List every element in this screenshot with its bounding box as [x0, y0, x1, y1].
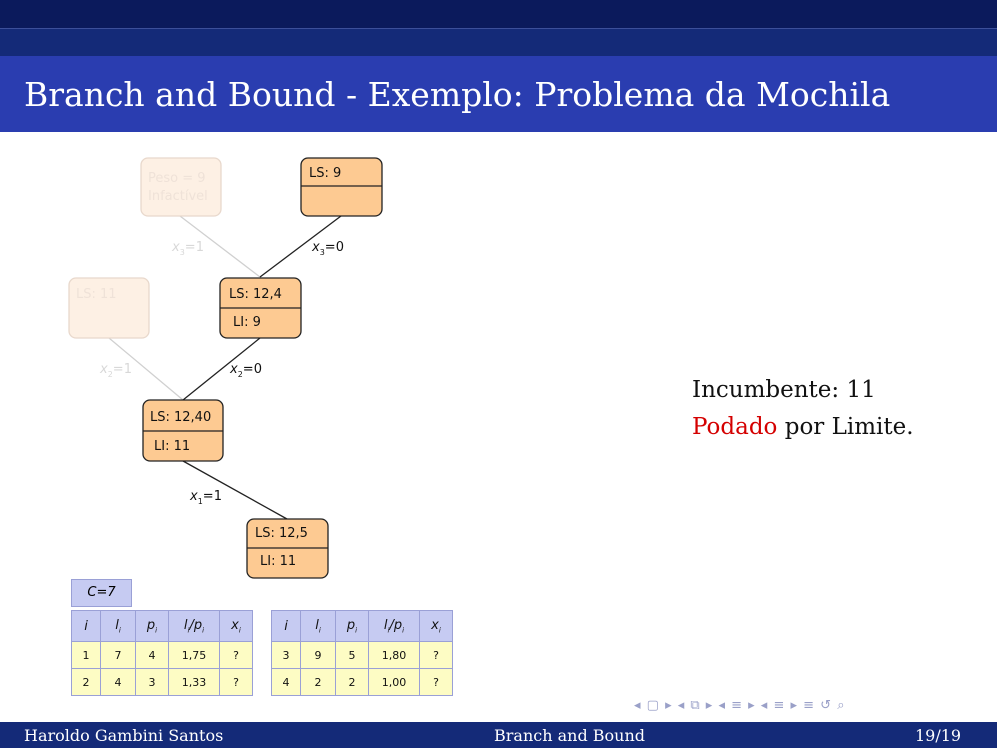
table-cell: 4 — [271, 668, 301, 696]
footer-section: Branch and Bound — [494, 726, 646, 745]
table-cell: 1 — [71, 641, 101, 669]
node-ls-12-5-upper: LS: 12,5 — [255, 526, 308, 541]
pruned-keyword: Podado — [692, 414, 778, 440]
table-cell: 1,75 — [168, 641, 220, 669]
footer-bar: Haroldo Gambini Santos Branch and Bound … — [0, 722, 997, 748]
title-bar: Branch and Bound - Exemplo: Problema da … — [0, 56, 997, 132]
pruned-text: Podado por Limite. — [692, 409, 914, 446]
edge-label-x3-0: x3=0 — [311, 240, 344, 257]
edge-x3-1 — [179, 215, 261, 278]
table-cell: 4 — [135, 641, 169, 669]
table-cell: 5 — [335, 641, 369, 669]
node-ls-12-5: LS: 12,5 LI: 11 — [246, 518, 329, 579]
node-ls-12-40: LS: 12,40 LI: 11 — [142, 399, 224, 462]
col-header-i: i — [271, 610, 301, 642]
table-cell: 2 — [71, 668, 101, 696]
col-header-x: xi — [419, 610, 453, 642]
edge-label-x3-1: x3=1 — [171, 240, 204, 257]
edge-x1-1 — [182, 460, 288, 520]
footer-author: Haroldo Gambini Santos — [24, 726, 224, 745]
node-ls-12-5-lower: LI: 11 — [260, 554, 296, 569]
table-cell: 1,80 — [368, 641, 420, 669]
edge-x2-1 — [108, 337, 184, 401]
table-cell: 4 — [100, 668, 136, 696]
table-header-row: i li pi li/pi xi — [271, 610, 453, 642]
table-cell: ? — [219, 668, 253, 696]
items-table-right: i li pi li/pi xi 3 9 5 1,80 ? 4 2 2 1,00… — [271, 610, 453, 696]
pruned-reason: por Limite. — [784, 414, 914, 440]
incumbent-text: Incumbente: 11 — [692, 377, 876, 403]
table-cell: 2 — [335, 668, 369, 696]
table-cell: ? — [419, 668, 453, 696]
node-ls-12-4: LS: 12,4 LI: 9 — [219, 277, 302, 339]
branch-and-bound-tree: x3=1 x3=0 x2=1 x2=0 x1=1 Peso = 9 Infact… — [68, 157, 383, 579]
col-header-x: xi — [219, 610, 253, 642]
node-ls-11: LS: 11 — [68, 277, 150, 339]
node-infeasible-weight: Peso = 9 — [148, 171, 206, 186]
sub-bar — [0, 28, 997, 57]
table-cell: ? — [219, 641, 253, 669]
col-header-ratio: li/pi — [368, 610, 420, 642]
node-ls-12-40-lower: LI: 11 — [154, 439, 190, 454]
footer-page-number: 19/19 — [915, 726, 962, 745]
col-header-p: pi — [135, 610, 169, 642]
node-ls-12-4-upper: LS: 12,4 — [229, 287, 282, 302]
table-cell: 7 — [100, 641, 136, 669]
col-header-p: pi — [335, 610, 369, 642]
table-row: 4 2 2 1,00 ? — [271, 668, 453, 696]
table-cell: 1,00 — [368, 668, 420, 696]
node-infeasible: Peso = 9 Infactível — [140, 157, 222, 217]
col-header-i: i — [71, 610, 101, 642]
table-row: 2 4 3 1,33 ? — [71, 668, 253, 696]
slide-title: Branch and Bound - Exemplo: Problema da … — [24, 75, 891, 114]
table-cell: 2 — [300, 668, 336, 696]
node-ls-9-upper: LS: 9 — [309, 166, 341, 181]
col-header-l: li — [300, 610, 336, 642]
node-ls-11-upper: LS: 11 — [76, 287, 117, 302]
table-row: 3 9 5 1,80 ? — [271, 641, 453, 669]
edge-x2-0 — [182, 337, 261, 401]
edge-label-x2-0: x2=0 — [229, 362, 262, 379]
table-cell: ? — [419, 641, 453, 669]
col-header-ratio: li/pi — [168, 610, 220, 642]
items-table-left: i li pi li/pi xi 1 7 4 1,75 ? 2 4 3 1,33… — [71, 610, 253, 696]
table-cell: 9 — [300, 641, 336, 669]
edge-label-x1-1: x1=1 — [189, 489, 222, 506]
node-ls-12-40-upper: LS: 12,40 — [150, 410, 211, 425]
edge-label-x2-1: x2=1 — [99, 362, 132, 379]
status-panel: Incumbente: 11 Podado por Limite. — [692, 372, 914, 446]
edge-x3-0 — [259, 215, 342, 278]
table-cell: 3 — [271, 641, 301, 669]
col-header-l: li — [100, 610, 136, 642]
table-header-row: i li pi li/pi xi — [71, 610, 253, 642]
node-ls-9: LS: 9 — [300, 157, 383, 217]
table-cell: 3 — [135, 668, 169, 696]
node-infeasible-status: Infactível — [148, 189, 208, 204]
node-ls-12-4-lower: LI: 9 — [233, 315, 261, 330]
beamer-navigation-icons[interactable]: ◂ ▢ ▸ ◂ ⧉ ▸ ◂ ≡ ▸ ◂ ≡ ▸ ≡ ↺ ⌕ — [634, 698, 846, 713]
table-cell: 1,33 — [168, 668, 220, 696]
table-row: 1 7 4 1,75 ? — [71, 641, 253, 669]
top-bar — [0, 0, 997, 28]
capacity-label: C=7 — [71, 579, 132, 607]
